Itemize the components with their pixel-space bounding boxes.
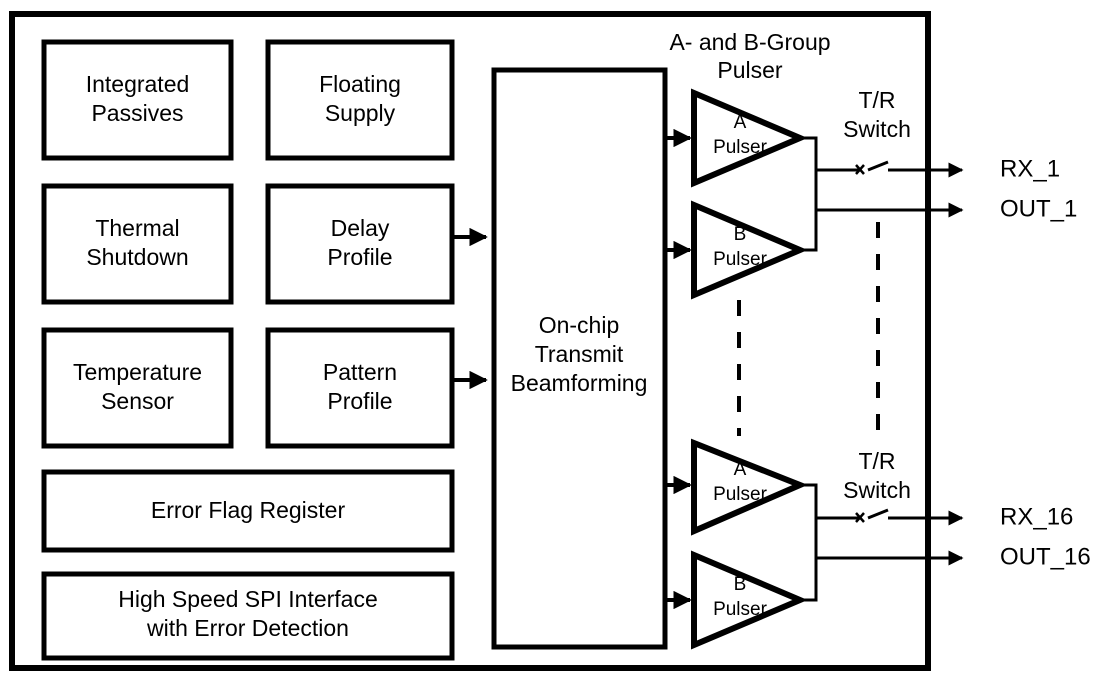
- tr-switch-16-line1: T/R: [858, 448, 895, 474]
- pulser-a-16-line1: A: [734, 459, 747, 480]
- block-integrated-passives: Integrated Passives: [41, 39, 234, 161]
- block-delay-profile-line1: Delay: [331, 215, 390, 241]
- block-temperature-sensor: Temperature Sensor: [41, 327, 234, 449]
- beamformer-line1: On-chip: [539, 312, 620, 338]
- block-thermal-shutdown-line1: Thermal: [95, 215, 179, 241]
- block-floating-supply-line1: Floating: [319, 71, 401, 97]
- block-thermal-shutdown-line2: Shutdown: [86, 244, 188, 270]
- tr-switch-label-1: T/R Switch: [843, 87, 911, 142]
- block-pattern-profile: Pattern Profile: [265, 327, 455, 449]
- block-integrated-passives-line2: Passives: [91, 100, 183, 126]
- pulser-b-1-line2: Pulser: [713, 249, 768, 270]
- rx-1-path: [816, 160, 964, 178]
- block-delay-profile: Delay Profile: [265, 183, 455, 305]
- pulser-a-1-line1: A: [734, 112, 747, 133]
- block-error-flag-register: Error Flag Register: [41, 469, 455, 553]
- block-floating-supply-line2: Supply: [325, 100, 396, 126]
- block-integrated-passives-line1: Integrated: [86, 71, 190, 97]
- block-pattern-profile-line1: Pattern: [323, 359, 397, 385]
- port-rx-1-label: RX_1: [1000, 155, 1060, 182]
- block-spi-interface-line2: with Error Detection: [146, 615, 349, 641]
- block-pattern-profile-line2: Profile: [327, 388, 392, 414]
- block-floating-supply: Floating Supply: [265, 39, 455, 161]
- port-out-16-label: OUT_16: [1000, 543, 1091, 570]
- pulser-a-16-line2: Pulser: [713, 484, 768, 505]
- block-spi-interface-line1: High Speed SPI Interface: [118, 586, 378, 612]
- pulser-b-16-line1: B: [734, 574, 747, 595]
- pulser-a-1-line2: Pulser: [713, 137, 768, 158]
- switch-contact-icon-1: [855, 164, 865, 175]
- pulser-b-1-line1: B: [734, 224, 747, 245]
- tr-switch-label-16: T/R Switch: [843, 448, 911, 503]
- block-temperature-sensor-line1: Temperature: [73, 359, 202, 385]
- tr-switch-16-line2: Switch: [843, 477, 911, 503]
- pulser-group-label: A- and B-Group Pulser: [669, 29, 830, 83]
- port-rx-16-label: RX_16: [1000, 503, 1073, 530]
- pulser-a-1: A Pulser: [691, 88, 808, 188]
- beamformer-line3: Beamforming: [511, 370, 648, 396]
- pulser-a-16: A Pulser: [691, 438, 808, 536]
- pulser-b-16: B Pulser: [691, 550, 808, 650]
- pulser-b-1: B Pulser: [691, 200, 808, 300]
- pulser-group-label-line1: A- and B-Group: [669, 29, 830, 55]
- beamformer-line2: Transmit: [535, 341, 624, 367]
- tr-switch-1-line1: T/R: [858, 87, 895, 113]
- block-on-chip-transmit-beamforming: On-chip Transmit Beamforming: [491, 67, 668, 650]
- pulser-bus-1: [800, 136, 818, 252]
- block-spi-interface: High Speed SPI Interface with Error Dete…: [41, 571, 455, 661]
- block-temperature-sensor-line2: Sensor: [101, 388, 174, 414]
- port-out-1-label: OUT_1: [1000, 195, 1077, 222]
- pulser-group-label-line2: Pulser: [717, 57, 783, 83]
- block-thermal-shutdown: Thermal Shutdown: [41, 183, 234, 305]
- pulser-b-16-line2: Pulser: [713, 599, 768, 620]
- switch-contact-icon-16: [855, 512, 865, 523]
- block-error-flag-register-label: Error Flag Register: [151, 497, 346, 523]
- block-delay-profile-line2: Profile: [327, 244, 392, 270]
- tr-switch-1-line2: Switch: [843, 116, 911, 142]
- rx-16-path: [816, 508, 964, 526]
- pulser-bus-16: [800, 483, 818, 602]
